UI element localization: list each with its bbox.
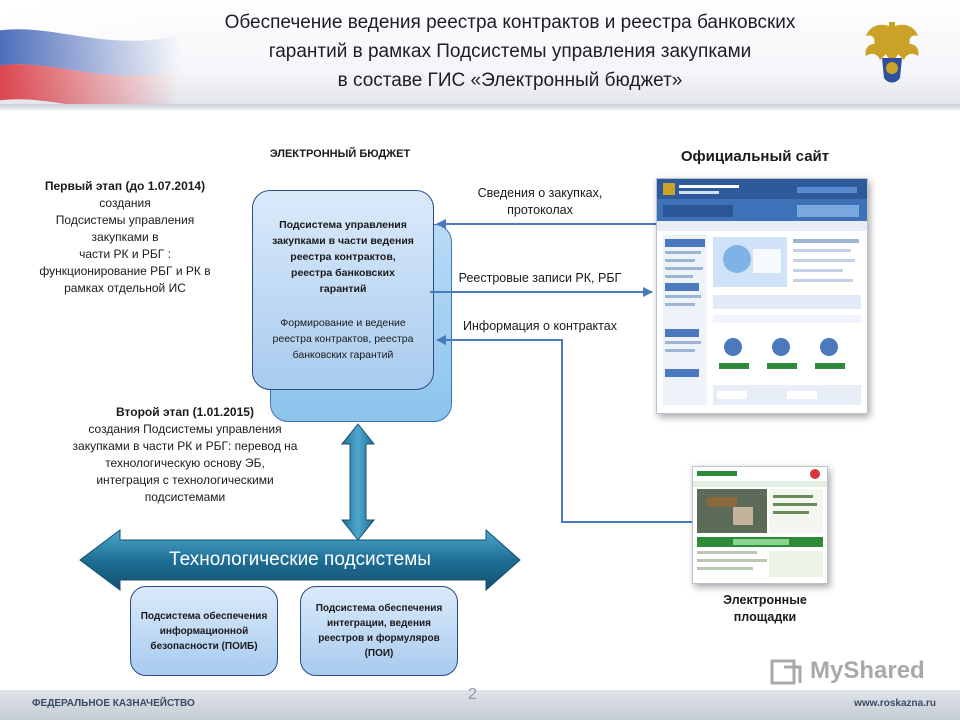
header: Обеспечение ведения реестра контрактов и… [0, 0, 960, 104]
double-headed-eagle-emblem-icon [865, 22, 919, 83]
footer-organization: ФЕДЕРАЛЬНОЕ КАЗНАЧЕЙСТВО [32, 698, 195, 709]
official-site-screenshot [656, 178, 868, 414]
tech-subsystems-band-arrow [79, 528, 521, 592]
watermark-logo-icon [770, 659, 802, 685]
official-site-label: Официальный сайт [680, 148, 830, 165]
stage1-text: Первый этап (до 1.07.2014) создания Подс… [39, 179, 211, 295]
header-divider [0, 104, 960, 110]
arrow-contract-info [436, 335, 692, 523]
watermark: MyShared [770, 655, 940, 691]
eb-label: ЭЛЕКТРОННЫЙ БЮДЖЕТ [269, 148, 411, 160]
poi-subsystem-box: Подсистема обеспечения интеграции, веден… [300, 586, 458, 676]
arrow-registry-label: Реестровые записи РК, РБГ [458, 271, 622, 285]
page-number: 2 [468, 686, 477, 703]
stage2-text: Второй этап (1.01.2015) создания Подсист… [72, 405, 298, 504]
watermark-text: MyShared [810, 657, 925, 684]
tech-subsystems-label: Технологические подсистемы [169, 549, 431, 570]
footer: ФЕДЕРАЛЬНОЕ КАЗНАЧЕЙСТВО 2 www.roskazna.… [0, 686, 960, 720]
russian-flag-decoration [0, 0, 180, 104]
page-title: Обеспечение ведения реестра контрактов и… [224, 12, 796, 91]
electronic-platform-mock-graphic [693, 467, 827, 577]
arrow-contract-label: Информация о контрактах [463, 319, 617, 333]
arrow-procurement-label: Сведения о закупках, протоколах [477, 186, 603, 217]
official-site-mock-graphic [657, 179, 867, 405]
footer-website-link[interactable]: www.roskazna.ru [854, 698, 936, 709]
vertical-double-arrow [340, 423, 376, 541]
main-subsystem-box: Подсистема управления закупками в части … [252, 190, 434, 390]
poib-subsystem-box: Подсистема обеспечения информационной бе… [130, 586, 278, 676]
electronic-platform-screenshot [692, 466, 828, 584]
electronic-platforms-label: Электронные площадки [723, 593, 807, 624]
